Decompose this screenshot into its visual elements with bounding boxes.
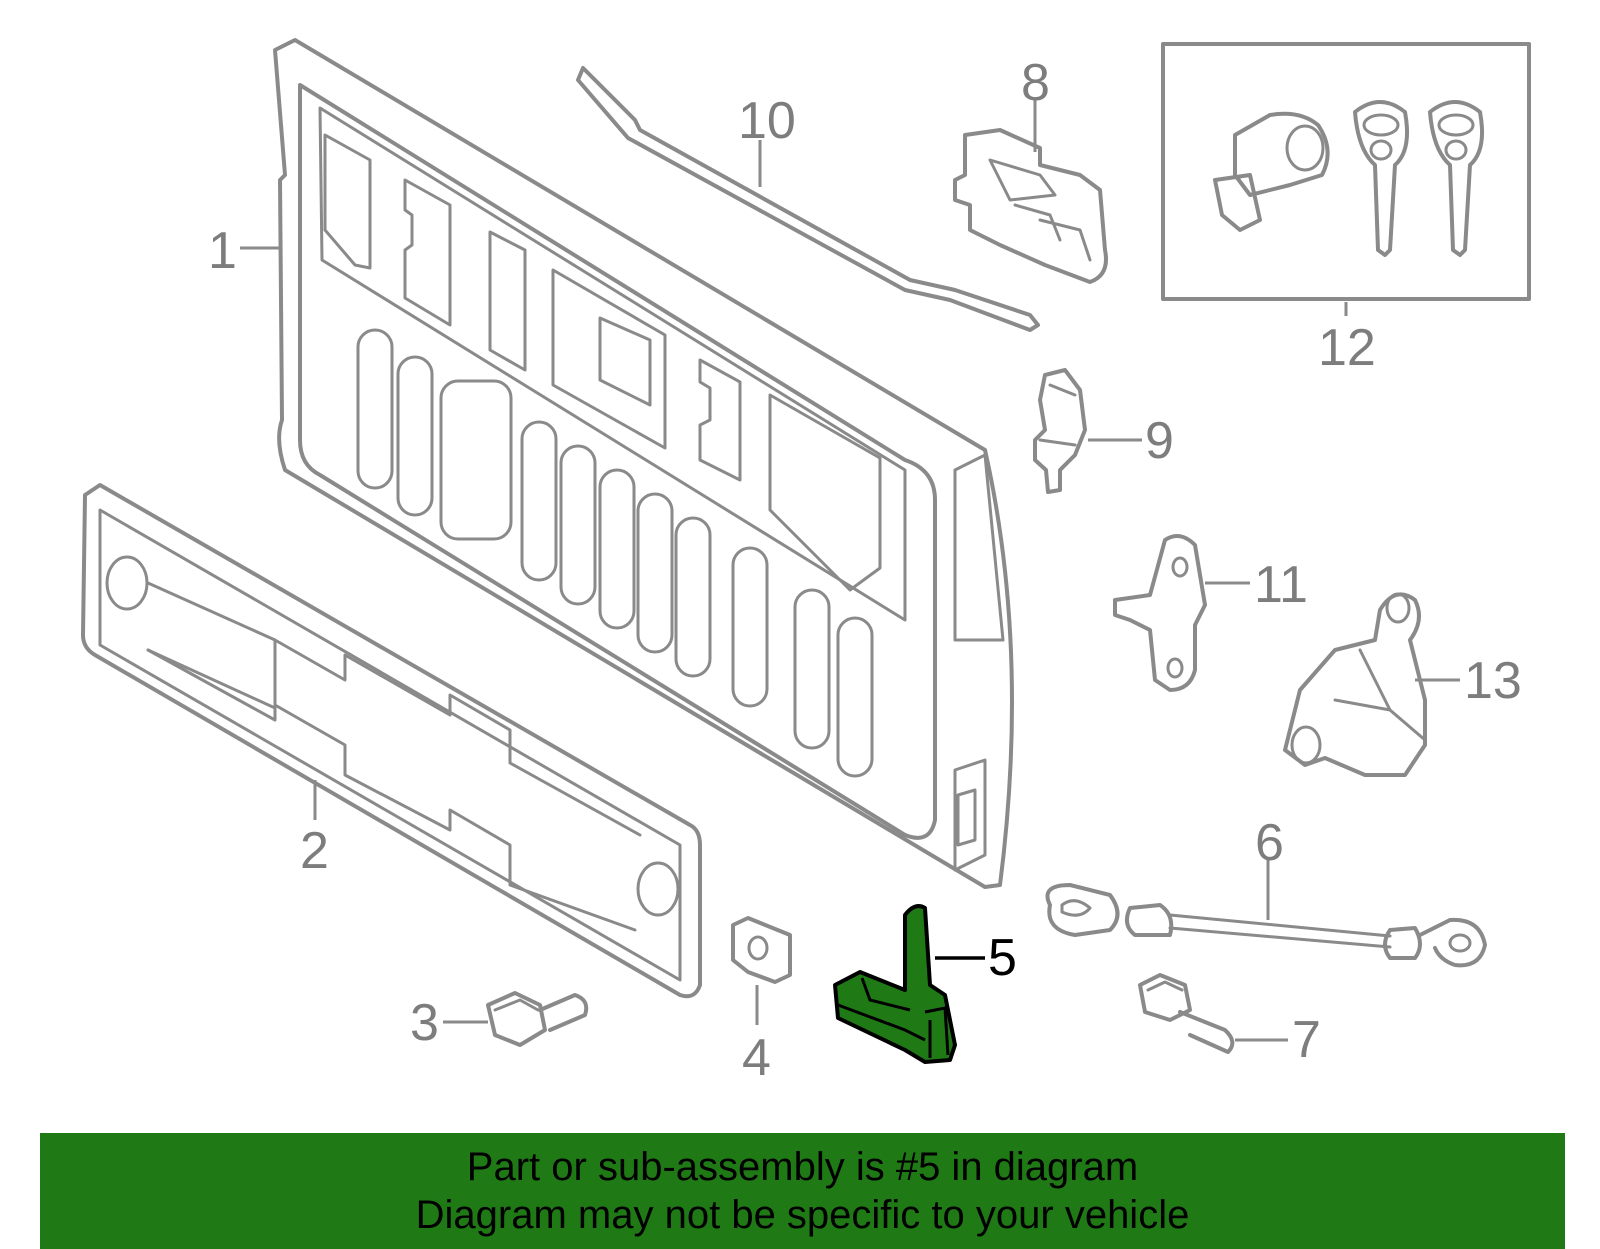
lock-cylinder-keys-part-12	[1161, 42, 1531, 301]
callout-6: 6	[1255, 814, 1284, 872]
callout-5: 5	[988, 929, 1017, 987]
callout-8: 8	[1021, 54, 1050, 112]
callout-13: 13	[1464, 652, 1522, 710]
callout-7: 7	[1292, 1011, 1321, 1069]
support-cable-part-6	[1045, 883, 1487, 968]
bolt-part-7	[1138, 973, 1235, 1054]
hinge-bracket-part-11	[1113, 534, 1207, 692]
callout-1: 1	[208, 222, 237, 280]
banner-line-part-info: Part or sub-assembly is #5 in diagram	[466, 1145, 1139, 1189]
tailgate-panel-part-1	[273, 38, 1014, 889]
parts-diagram: 1 2 3 4 5 6 7 8 9 10 11 12 13	[81, 38, 1531, 1087]
latch-part-8	[953, 128, 1108, 284]
callout-2: 2	[300, 822, 329, 880]
callout-11: 11	[1254, 556, 1308, 614]
switch-part-9	[1033, 368, 1087, 494]
bracket-part-5-highlighted	[833, 904, 957, 1064]
clip-part-4	[731, 916, 792, 984]
banner-line-disclaimer: Diagram may not be specific to your vehi…	[415, 1193, 1190, 1237]
callout-12: 12	[1318, 319, 1376, 377]
callout-9: 9	[1145, 412, 1174, 470]
callout-3: 3	[410, 994, 439, 1052]
tailgate-cover-part-2	[81, 483, 702, 999]
tailgate-ribs	[356, 328, 874, 778]
leader-lines	[240, 100, 1460, 1042]
callout-4: 4	[742, 1029, 771, 1087]
hinge-part-13	[1283, 592, 1427, 777]
rod-part-10	[576, 66, 1040, 332]
callout-10: 10	[738, 92, 796, 150]
bolt-part-3	[486, 991, 589, 1047]
info-banner: Part or sub-assembly is #5 in diagram Di…	[40, 1133, 1565, 1249]
